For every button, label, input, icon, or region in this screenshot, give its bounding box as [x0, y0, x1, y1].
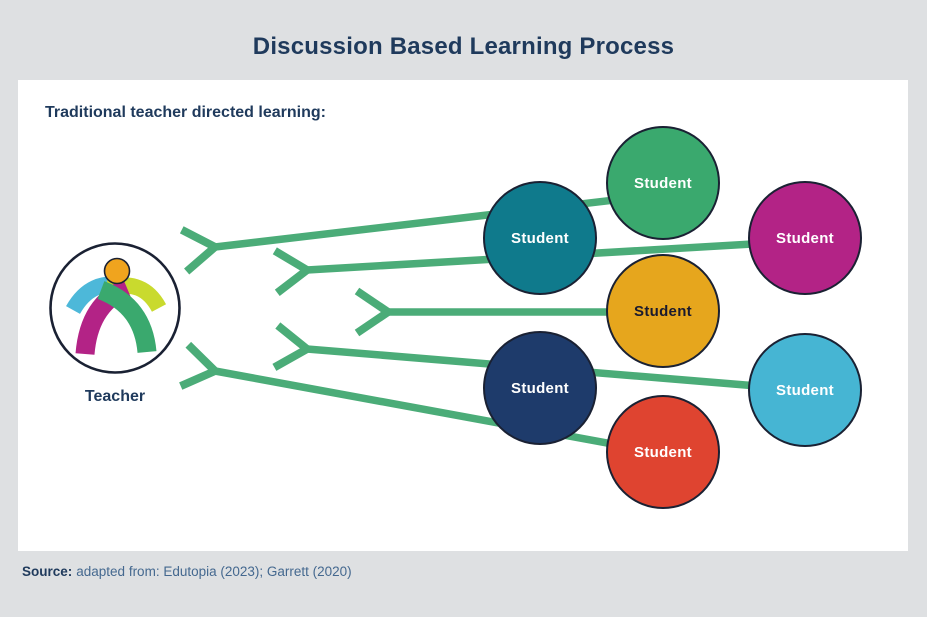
- student-circle-red: Student: [606, 395, 720, 509]
- student-label: Student: [776, 229, 834, 247]
- source-text: adapted from: Edutopia (2023); Garrett (…: [76, 564, 352, 579]
- source-label: Source:: [22, 564, 73, 579]
- student-label: Student: [634, 443, 692, 461]
- student-circle-teal: Student: [483, 181, 597, 295]
- student-label: Student: [776, 381, 834, 399]
- student-circle-magenta: Student: [748, 181, 862, 295]
- teacher-node: [47, 240, 183, 381]
- teacher-head: [103, 257, 131, 285]
- student-label: Student: [511, 379, 569, 397]
- panel-heading: Traditional teacher directed learning:: [45, 104, 326, 121]
- page-title: Discussion Based Learning Process: [252, 33, 675, 60]
- source-attribution: Source:adapted from: Edutopia (2023); Ga…: [22, 564, 352, 579]
- teacher-label: Teacher: [84, 388, 146, 405]
- student-circle-yellow: Student: [606, 254, 720, 368]
- student-circle-green: Student: [606, 126, 720, 240]
- student-label: Student: [511, 229, 569, 247]
- teacher-right-leg: [97, 281, 157, 354]
- student-circle-navy: Student: [483, 331, 597, 445]
- student-circle-lightblue: Student: [748, 333, 862, 447]
- student-label: Student: [634, 302, 692, 320]
- teacher-person-icon: [49, 242, 181, 374]
- student-label: Student: [634, 174, 692, 192]
